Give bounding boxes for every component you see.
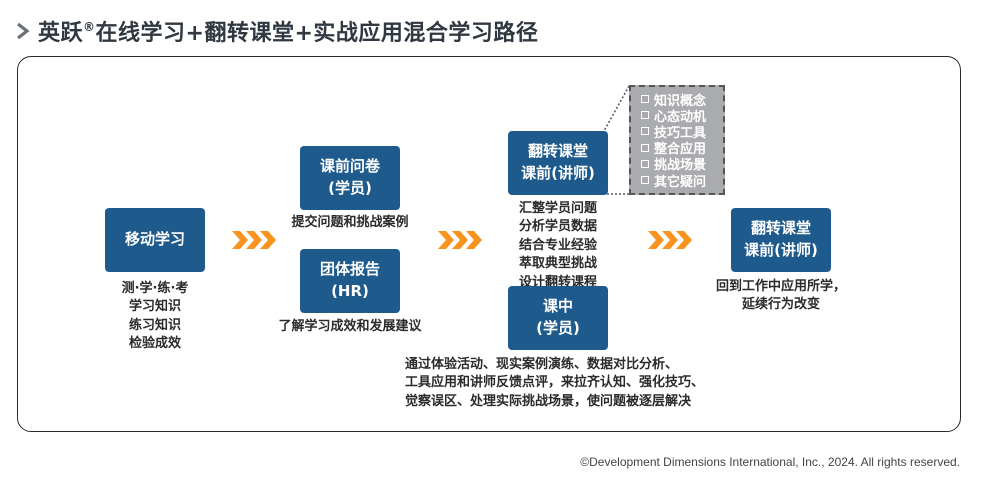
flip-pre-line2: 课前(讲师) (521, 164, 595, 182)
flip-post-line1: 翻转课堂 (750, 219, 811, 238)
team-report-caption: 了解学习成效和发展建议 (260, 318, 440, 336)
mobile-learning-label: 移动学习 (124, 230, 185, 249)
checklist-label: 心态动机 (654, 109, 707, 125)
checklist-item: 其它疑问 (641, 172, 723, 190)
title-rest: 在线学习+翻转课堂+实战应用混合学习路径 (95, 21, 539, 46)
caption-line: 工具应用和讲师反馈点评，来拉齐认知、强化技巧、 (405, 375, 705, 391)
in-class-caption: 通过体验活动、现实案例演练、数据对比分析、 工具应用和讲师反馈点评，来拉齐认知、… (405, 356, 745, 411)
checklist-item: 整合应用 (641, 140, 723, 158)
caption-line: 学习知识 (128, 299, 181, 315)
pre-class-line1: 课前问卷 (319, 157, 380, 176)
mobile-learning-box: 移动学习 (105, 208, 205, 272)
caption-line: 练习知识 (128, 317, 181, 333)
page-title: 英跃®在线学习+翻转课堂+实战应用混合学习路径 (38, 15, 538, 47)
caption-line: 提交问题和挑战案例 (291, 215, 409, 230)
flip-classroom-post-box: 翻转课堂 课前(讲师) (731, 208, 831, 272)
caption-line: 通过体验活动、现实案例演练、数据对比分析、 (405, 357, 679, 372)
checklist-label: 知识概念 (654, 93, 707, 109)
title-brand: 英跃 (38, 21, 84, 46)
checkbox-icon (641, 127, 649, 136)
pre-class-caption: 提交问题和挑战案例 (270, 214, 430, 232)
triple-chevron-arrow-icon (438, 231, 482, 249)
checklist-item: 心态动机 (641, 107, 723, 125)
checkbox-icon (641, 143, 649, 152)
team-report-line2: (HR) (331, 282, 369, 300)
checklist-label: 其它疑问 (654, 174, 707, 190)
title-row: 英跃®在线学习+翻转课堂+实战应用混合学习路径 (14, 14, 538, 48)
checkbox-icon (641, 95, 649, 104)
caption-line: 萃取典型挑战 (518, 256, 597, 272)
in-class-box: 课中 (学员) (508, 286, 608, 350)
flip-classroom-pre-box: 翻转课堂 课前(讲师) (508, 131, 608, 195)
team-report-box: 团体报告 (HR) (300, 249, 400, 313)
pre-class-line2: (学员) (328, 179, 372, 197)
checklist-label: 技巧工具 (654, 125, 707, 141)
caption-line: 检验成效 (128, 336, 181, 352)
caption-line: 觉察误区、处理实际挑战场景，使问题被逐层解决 (405, 393, 692, 409)
copyright-footer: ©Development Dimensions International, I… (580, 455, 960, 469)
team-report-line1: 团体报告 (319, 260, 380, 279)
caption-line: 延续行为改变 (741, 297, 820, 313)
caption-line: 回到工作中应用所学， (715, 279, 846, 294)
triple-chevron-arrow-icon (648, 231, 692, 249)
registered-mark: ® (83, 20, 96, 34)
flip-post-caption: 回到工作中应用所学， 延续行为改变 (701, 278, 861, 315)
flip-pre-caption: 汇整学员问题 分析学员数据 结合专业经验 萃取典型挑战 设计翻转课程 (498, 200, 618, 292)
caption-line: 了解学习成效和发展建议 (278, 319, 422, 334)
caption-line: 测·学·练·考 (121, 281, 189, 296)
checklist-item: 知识概念 (641, 91, 723, 109)
caption-line: 结合专业经验 (518, 237, 597, 253)
in-class-line1: 课中 (542, 297, 573, 316)
checklist-item: 技巧工具 (641, 123, 723, 141)
checklist-label: 整合应用 (654, 142, 707, 158)
pre-class-survey-box: 课前问卷 (学员) (300, 146, 400, 210)
caption-line: 汇整学员问题 (518, 201, 597, 216)
checklist-panel: 知识概念 心态动机 技巧工具 整合应用 挑战场景 其它疑问 (629, 85, 725, 195)
checkbox-icon (641, 176, 649, 185)
in-class-line2: (学员) (536, 319, 580, 337)
caption-line: 分析学员数据 (518, 219, 597, 235)
mobile-learning-caption: 测·学·练·考 学习知识 练习知识 检验成效 (103, 280, 207, 354)
checklist-item: 挑战场景 (641, 156, 723, 174)
triple-chevron-arrow-icon (232, 231, 276, 249)
diagram-frame (17, 56, 961, 432)
chevron-right-icon (17, 22, 30, 40)
checkbox-icon (641, 111, 649, 120)
flip-post-line2: 课前(讲师) (744, 241, 818, 259)
checkbox-icon (641, 159, 649, 168)
checklist-label: 挑战场景 (654, 158, 707, 174)
flip-pre-line1: 翻转课堂 (527, 142, 588, 161)
